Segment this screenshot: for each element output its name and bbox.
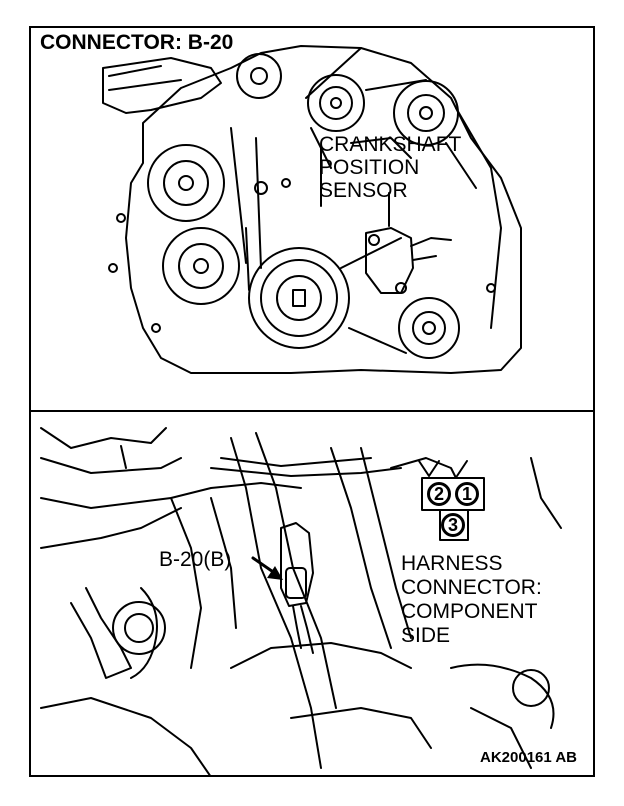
pin-2: 2 [427, 482, 451, 506]
connector-callout: B-20(B) [159, 548, 232, 571]
harness-label-line1: HARNESS [401, 552, 503, 575]
pin-3: 3 [441, 513, 465, 537]
harness-label-line3: COMPONENT [401, 600, 538, 623]
diagram-frame: CONNECTOR: B-20 CRANKSHAFT POSITION SENS… [29, 26, 595, 777]
sensor-label-line1: CRANKSHAFT [319, 133, 462, 156]
engine-front-illustration [102, 45, 522, 374]
sensor-label-line2: POSITION [319, 156, 420, 179]
harness-label-line4: SIDE [401, 624, 451, 647]
diagram-title: CONNECTOR: B-20 [40, 31, 234, 54]
sensor-label-line3: SENSOR [319, 179, 408, 202]
harness-illustration [40, 427, 562, 775]
figure-code: AK200161 AB [480, 749, 577, 766]
pin-1: 1 [455, 482, 479, 506]
section-divider [31, 410, 593, 412]
harness-label-line2: CONNECTOR: [401, 576, 542, 599]
